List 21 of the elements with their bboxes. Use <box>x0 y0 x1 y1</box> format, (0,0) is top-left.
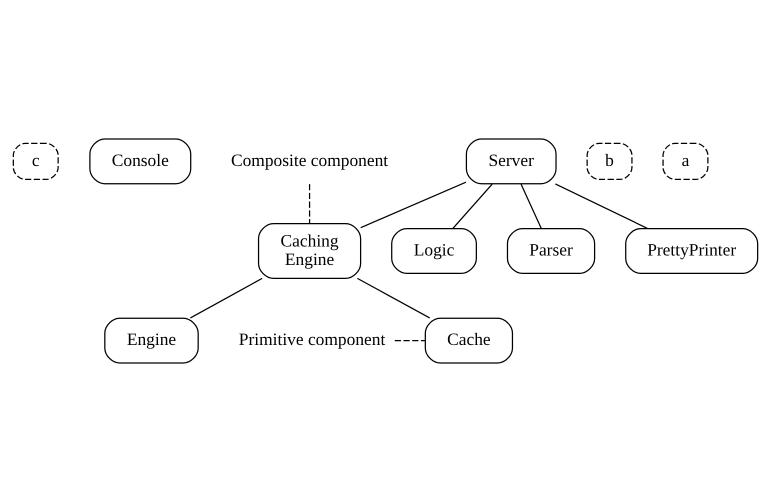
node-box: Cache <box>424 317 514 364</box>
node-text: Composite component <box>231 149 388 170</box>
node-box: Caching Engine <box>258 222 362 278</box>
connector <box>452 183 493 228</box>
connector <box>394 340 425 341</box>
node-box: Logic <box>391 227 477 274</box>
connector <box>190 277 262 318</box>
connector <box>308 184 310 223</box>
node-box: a <box>662 142 708 180</box>
node-text: Primitive component <box>238 328 386 349</box>
node-box: b <box>586 142 633 180</box>
node-box: Console <box>89 138 192 184</box>
node-box: c <box>12 142 59 180</box>
node-box: Parser <box>506 227 596 274</box>
node-box: PrettyPrinter <box>625 227 758 274</box>
node-box: Server <box>466 138 557 184</box>
connector <box>360 181 466 228</box>
connector <box>555 182 648 229</box>
connector <box>520 183 542 228</box>
connector <box>357 277 430 318</box>
node-box: Engine <box>104 317 199 364</box>
